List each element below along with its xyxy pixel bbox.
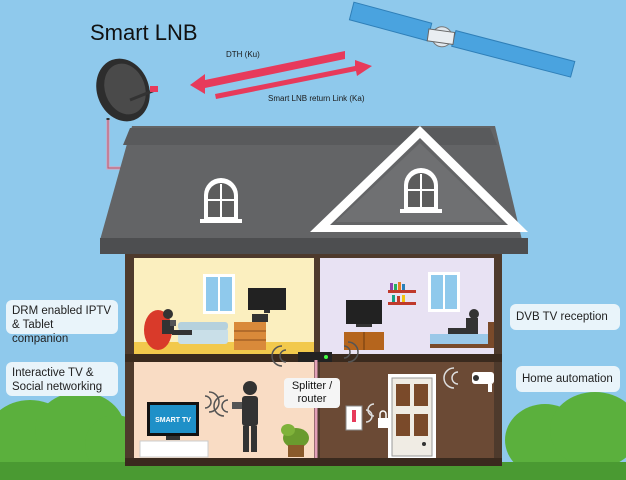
satellite-icon	[348, 1, 576, 78]
window-upper-right	[428, 272, 460, 312]
home-automation-label: Home automation	[516, 366, 620, 392]
bedroom-cabinet	[344, 332, 384, 350]
front-door	[388, 374, 436, 458]
bookshelf-icon	[388, 282, 416, 305]
lock-icon	[378, 410, 388, 428]
wifi-waves-devices	[365, 367, 459, 423]
interactive-tv-label: Interactive TV & Social networking	[6, 362, 118, 396]
wifi-waves-tablet	[213, 395, 229, 417]
smart-tv-icon: SMART TV	[139, 402, 209, 458]
dvb-tv-label: DVB TV reception	[510, 304, 620, 330]
uplink-label: Smart LNB return Link (Ka)	[268, 94, 365, 103]
potted-plant-icon	[281, 424, 309, 457]
thermostat-icon	[345, 405, 363, 431]
splitter-router-label: Splitter / router	[284, 378, 340, 408]
left-bushes	[0, 392, 145, 480]
ground	[0, 462, 626, 480]
wall-tv-upper	[248, 288, 286, 313]
window-upper-left	[203, 274, 235, 314]
satellite-dish-icon	[96, 58, 158, 150]
downlink-label: DTH (Ku)	[226, 50, 260, 59]
security-camera-icon	[472, 372, 494, 392]
page-title: Smart LNB	[90, 20, 198, 45]
drm-iptv-label: DRM enabled IPTV & Tablet companion	[6, 300, 118, 345]
attic-window-left	[200, 178, 242, 223]
router-icon	[298, 352, 332, 362]
uplink-arrow	[215, 60, 372, 99]
roof-eave	[100, 238, 528, 254]
bedroom-tv	[346, 300, 382, 327]
red-chair-person-icon	[144, 309, 192, 350]
right-bushes	[505, 392, 626, 476]
cabinet-upper-left	[234, 314, 268, 350]
downlink-arrow	[190, 51, 345, 94]
wifi-waves-tv	[204, 391, 220, 413]
bed-person-icon	[430, 309, 494, 348]
attic-window-right	[400, 168, 442, 213]
wifi-waves-router	[271, 341, 359, 367]
standing-person-tablet-icon	[232, 381, 258, 452]
smart-tv-label: SMART TV	[155, 417, 191, 424]
